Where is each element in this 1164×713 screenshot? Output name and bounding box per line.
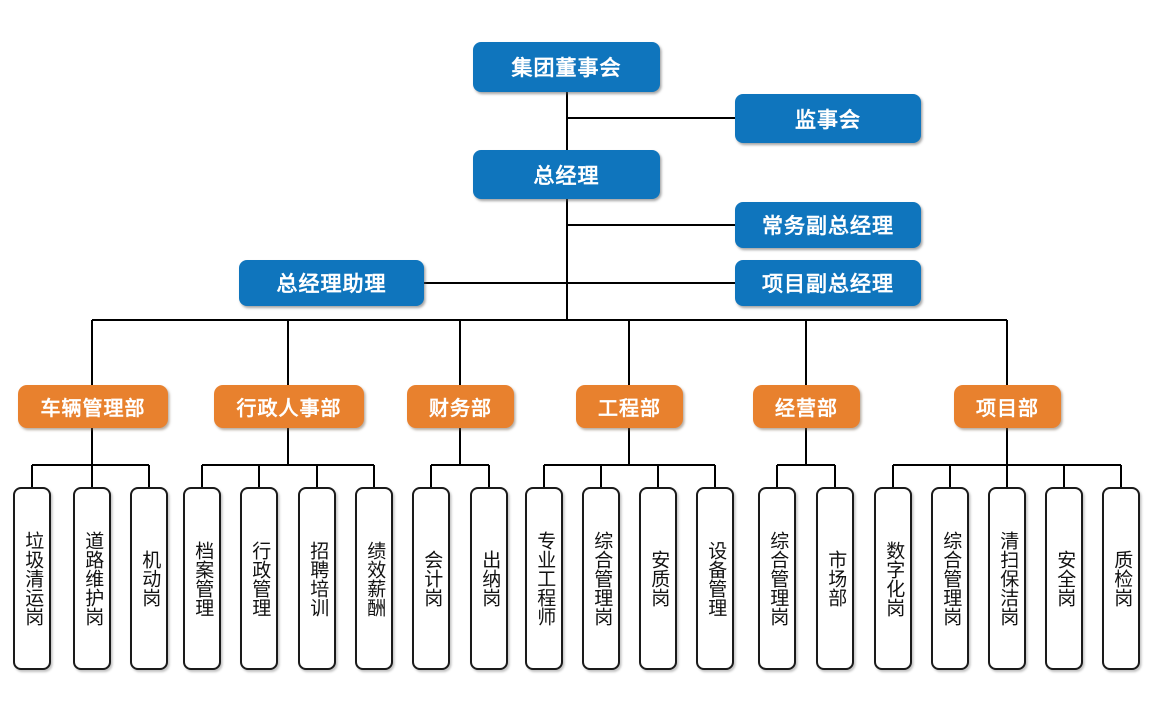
node-label: 机动岗 xyxy=(139,550,161,607)
node-label: 集团董事会 xyxy=(511,57,622,80)
node-position-box[interactable]: 质检岗 xyxy=(1102,487,1140,670)
node-board-of-directors[interactable]: 集团董事会 xyxy=(473,42,660,92)
node-label: 质检岗 xyxy=(1111,550,1133,607)
node-department-engineering[interactable]: 工程部 xyxy=(576,385,683,428)
node-label: 会计岗 xyxy=(421,550,443,607)
node-label: 综合管理岗 xyxy=(767,531,789,626)
node-label: 数字化岗 xyxy=(883,540,905,617)
node-position-box[interactable]: 行政管理 xyxy=(240,487,278,670)
node-label: 经营部 xyxy=(775,398,838,420)
node-label: 总经理 xyxy=(533,164,600,188)
node-position-box[interactable]: 出纳岗 xyxy=(470,487,508,670)
node-label: 车辆管理部 xyxy=(40,398,146,420)
node-position-box[interactable]: 招聘培训 xyxy=(298,487,336,670)
node-label: 项目部 xyxy=(976,398,1039,420)
node-position-box[interactable]: 道路维护岗 xyxy=(73,487,111,670)
node-position-box[interactable]: 安全岗 xyxy=(1045,487,1083,670)
node-department-vehicle-management[interactable]: 车辆管理部 xyxy=(18,385,168,428)
node-department-project[interactable]: 项目部 xyxy=(954,385,1061,428)
node-label: 专业工程师 xyxy=(534,531,556,626)
node-department-admin-hr[interactable]: 行政人事部 xyxy=(214,385,364,428)
node-label: 行政人事部 xyxy=(236,398,342,420)
node-label: 行政管理 xyxy=(249,540,271,617)
node-position-box[interactable]: 专业工程师 xyxy=(525,487,563,670)
node-general-manager[interactable]: 总经理 xyxy=(473,150,660,199)
node-label: 安全岗 xyxy=(1054,550,1076,607)
node-project-deputy-gm[interactable]: 项目副总经理 xyxy=(735,260,921,306)
node-label: 工程部 xyxy=(598,398,661,420)
node-label: 清扫保洁岗 xyxy=(997,531,1019,626)
node-label: 道路维护岗 xyxy=(82,531,104,626)
node-executive-deputy-gm[interactable]: 常务副总经理 xyxy=(735,202,921,248)
node-label: 市场部 xyxy=(825,550,847,607)
node-position-box[interactable]: 设备管理 xyxy=(696,487,734,670)
node-label: 档案管理 xyxy=(192,540,214,617)
node-gm-assistant[interactable]: 总经理助理 xyxy=(239,260,424,306)
node-label: 设备管理 xyxy=(705,540,727,617)
node-position-box[interactable]: 综合管理岗 xyxy=(582,487,620,670)
node-label: 总经理助理 xyxy=(276,273,387,296)
node-position-box[interactable]: 综合管理岗 xyxy=(931,487,969,670)
node-position-box[interactable]: 档案管理 xyxy=(183,487,221,670)
node-label: 综合管理岗 xyxy=(940,531,962,626)
node-label: 综合管理岗 xyxy=(591,531,613,626)
node-position-box[interactable]: 安质岗 xyxy=(639,487,677,670)
node-position-box[interactable]: 清扫保洁岗 xyxy=(988,487,1026,670)
node-position-box[interactable]: 机动岗 xyxy=(130,487,168,670)
node-position-box[interactable]: 绩效薪酬 xyxy=(355,487,393,670)
node-position-box[interactable]: 综合管理岗 xyxy=(758,487,796,670)
node-label: 垃圾清运岗 xyxy=(22,531,44,626)
node-department-operations[interactable]: 经营部 xyxy=(753,385,860,428)
node-position-box[interactable]: 会计岗 xyxy=(412,487,450,670)
node-position-box[interactable]: 数字化岗 xyxy=(874,487,912,670)
node-label: 常务副总经理 xyxy=(762,215,894,238)
node-label: 招聘培训 xyxy=(307,540,329,617)
node-position-box[interactable]: 垃圾清运岗 xyxy=(13,487,51,670)
node-label: 出纳岗 xyxy=(479,550,501,607)
node-label: 绩效薪酬 xyxy=(364,540,386,617)
node-department-finance[interactable]: 财务部 xyxy=(407,385,514,428)
node-label: 财务部 xyxy=(429,398,492,420)
node-label: 项目副总经理 xyxy=(762,273,894,296)
node-position-box[interactable]: 市场部 xyxy=(816,487,854,670)
node-label: 监事会 xyxy=(795,108,861,132)
node-supervisory-board[interactable]: 监事会 xyxy=(735,94,921,143)
node-label: 安质岗 xyxy=(648,550,670,607)
